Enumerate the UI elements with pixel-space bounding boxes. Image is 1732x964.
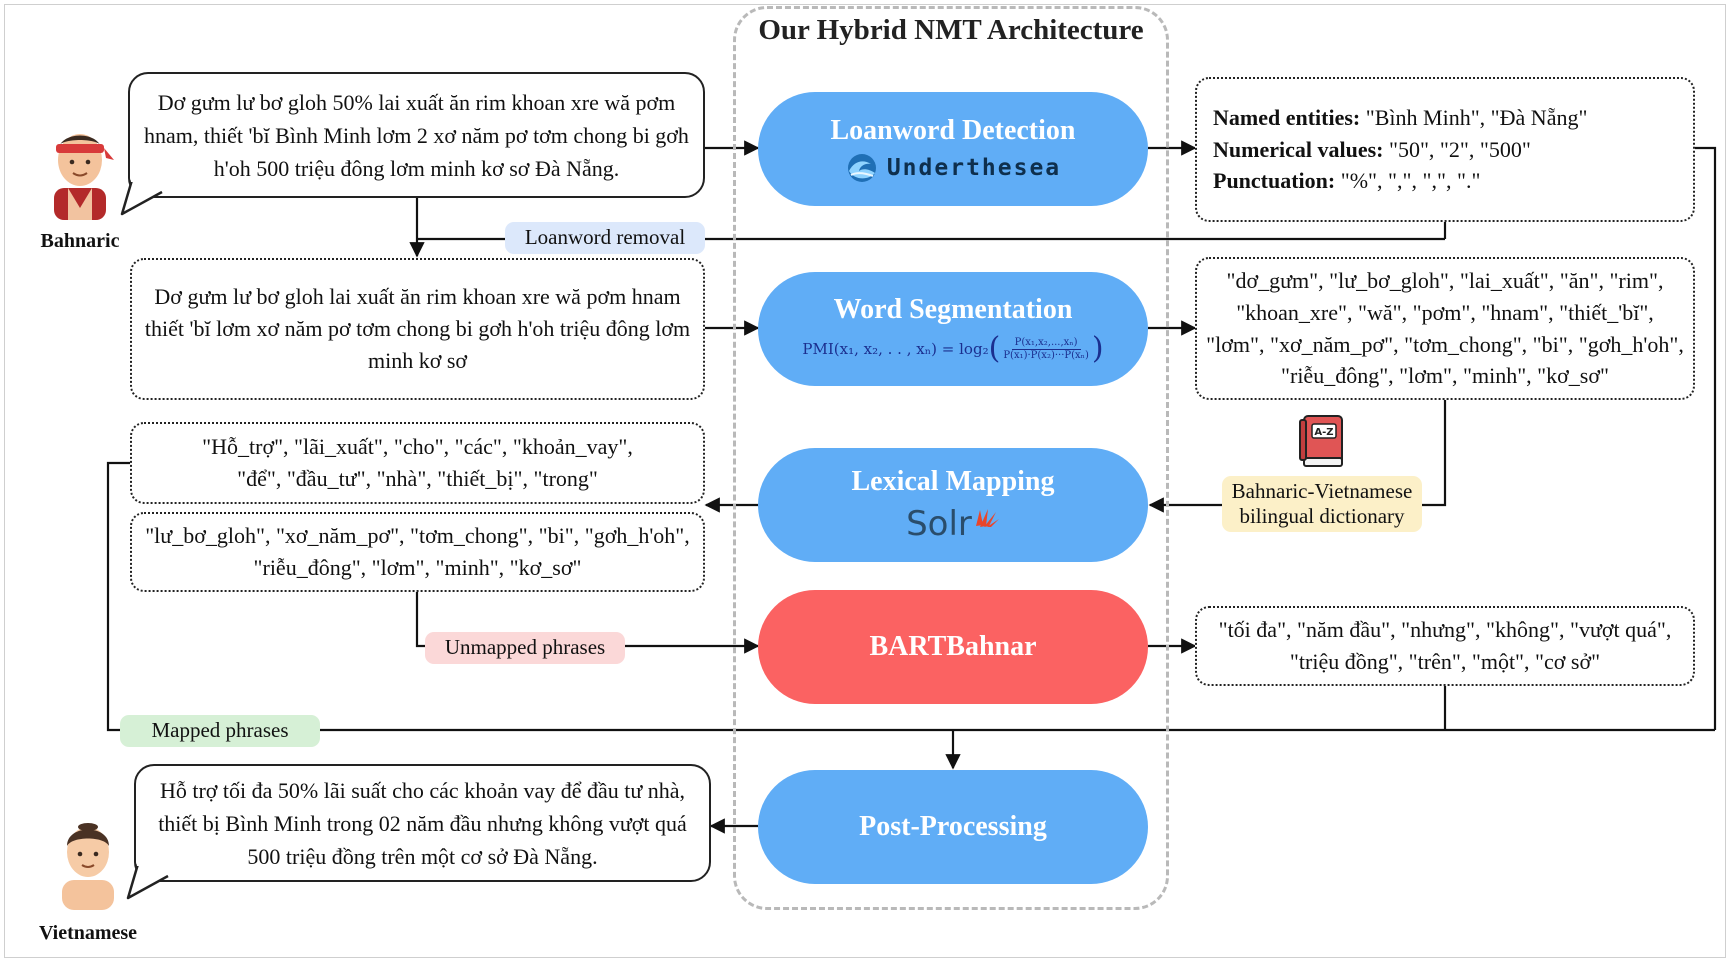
target-sentence-text: Hỗ trợ tối đa 50% lãi suất cho các khoản… bbox=[158, 777, 687, 869]
post-processing-module: Post-Processing bbox=[758, 770, 1148, 884]
source-sentence-text: Dơ gưm lư bơ gloh 50% lai xuất ăn rim kh… bbox=[144, 89, 689, 181]
punctuation-key: Punctuation: bbox=[1213, 168, 1336, 194]
formula-denominator: P(x₁)·P(x₂)···P(xₙ) bbox=[1003, 349, 1089, 361]
punctuation-line: Punctuation: "%", ",", ",", "." bbox=[1213, 165, 1587, 197]
bartbahnar-module: BARTBahnar bbox=[758, 590, 1148, 704]
line-entities-loop bbox=[1695, 146, 1717, 730]
formula-paren-open: ( bbox=[988, 331, 1001, 366]
wave-logo-icon bbox=[847, 154, 876, 182]
unmapped-input-box: "lư_bơ_gloh", "xơ_năm_pơ", "tơm_chong", … bbox=[130, 512, 705, 592]
numerical-values-value: "50", "2", "500" bbox=[1383, 136, 1531, 162]
arrow-unmapped-to-bart bbox=[415, 592, 760, 654]
loanword-detection-title: Loanword Detection bbox=[830, 115, 1076, 146]
vietnamese-label: Vietnamese bbox=[38, 922, 138, 944]
bartbahnar-title: BARTBahnar bbox=[869, 631, 1037, 662]
loanword-detection-module: Loanword Detection Underthesea bbox=[758, 92, 1148, 206]
word-segmentation-module: Word Segmentation PMI(x₁, x₂, . . , xₙ) … bbox=[758, 272, 1148, 386]
solr-text: Solr bbox=[906, 504, 972, 544]
lexical-mapping-title: Lexical Mapping bbox=[851, 466, 1055, 497]
unmapped-input-text: "lư_bơ_gloh", "xơ_năm_pơ", "tơm_chong", … bbox=[145, 523, 690, 580]
cleaned-sentence-text: Dơ gưm lư bơ gloh lai xuất ăn rim khoan … bbox=[144, 284, 691, 373]
loanword-removal-label: Loanword removal bbox=[505, 222, 705, 254]
cleaned-sentence-box: Dơ gưm lư bơ gloh lai xuất ăn rim khoan … bbox=[130, 258, 705, 400]
named-entities-key: Named entities: bbox=[1213, 104, 1361, 130]
mapped-output-line-1: "Hỗ_trợ", "lãi_xuất", "cho", "các", "kho… bbox=[202, 434, 633, 460]
bahnaric-label: Bahnaric bbox=[40, 230, 120, 252]
numerical-values-key: Numerical values: bbox=[1213, 136, 1384, 162]
mapped-phrases-label: Mapped phrases bbox=[120, 715, 320, 747]
line-mapped-phrases bbox=[106, 461, 1715, 732]
formula-lhs: PMI(x₁, x₂, . . , xₙ) = log₂ bbox=[802, 340, 989, 358]
mapped-output-lines: "Hỗ_trợ", "lãi_xuất", "cho", "các", "kho… bbox=[202, 431, 633, 495]
bart-output-text: "tối đa", "năm đầu", "nhưng", "không", "… bbox=[1218, 617, 1672, 674]
book-az-label: A-Z bbox=[1314, 427, 1333, 438]
bart-output-box: "tối đa", "năm đầu", "nhưng", "không", "… bbox=[1195, 606, 1695, 686]
entities-list: Named entities: "Bình Minh", "Đà Nẵng" N… bbox=[1213, 102, 1587, 198]
book-az-icon: A-Z bbox=[1299, 415, 1343, 467]
formula-paren-close: ) bbox=[1091, 331, 1104, 366]
dictionary-label: Bahnaric-Vietnamese bilingual dictionary bbox=[1222, 476, 1422, 532]
mapped-output-box: "Hỗ_trợ", "lãi_xuất", "cho", "các", "kho… bbox=[130, 422, 705, 504]
vietnamese-persona-avatar bbox=[62, 823, 114, 910]
figure-frame bbox=[4, 4, 1726, 958]
lexical-mapping-module: Lexical Mapping Solr bbox=[758, 448, 1148, 562]
formula-fraction: P(x₁,x₂,...,xₙ) P(x₁)·P(x₂)···P(xₙ) bbox=[1003, 337, 1089, 361]
entities-box: Named entities: "Bình Minh", "Đà Nẵng" N… bbox=[1195, 77, 1695, 222]
underthesea-logo: Underthesea bbox=[845, 153, 1061, 183]
mapped-output-line-2: "để", "đầu_tư", "nhà", "thiết_bị", "tron… bbox=[237, 466, 598, 491]
word-segmentation-title: Word Segmentation bbox=[833, 294, 1073, 325]
segmented-tokens-box: "dơ_gưm", "lư_bơ_gloh", "lai_xuất", "ăn"… bbox=[1195, 257, 1695, 400]
pmi-formula: PMI(x₁, x₂, . . , xₙ) = log₂ ( P(x₁,x₂,.… bbox=[802, 334, 1103, 364]
target-bubble-tail bbox=[126, 862, 171, 900]
architecture-column bbox=[733, 6, 1169, 910]
numerical-values-line: Numerical values: "50", "2", "500" bbox=[1213, 134, 1587, 166]
target-sentence-bubble: Hỗ trợ tối đa 50% lãi suất cho các khoản… bbox=[134, 764, 711, 882]
solr-sunburst-icon bbox=[975, 509, 999, 527]
solr-logo: Solr bbox=[906, 504, 1000, 544]
unmapped-phrases-label: Unmapped phrases bbox=[425, 632, 625, 664]
segmented-tokens-text: "dơ_gưm", "lư_bơ_gloh", "lai_xuất", "ăn"… bbox=[1206, 267, 1684, 389]
formula-numerator: P(x₁,x₂,...,xₙ) bbox=[1011, 337, 1081, 350]
source-sentence-bubble: Dơ gưm lư bơ gloh 50% lai xuất ăn rim kh… bbox=[128, 72, 705, 198]
source-bubble-tail bbox=[120, 178, 165, 216]
diagram-title: Our Hybrid NMT Architecture bbox=[758, 14, 1144, 46]
named-entities-line: Named entities: "Bình Minh", "Đà Nẵng" bbox=[1213, 102, 1587, 134]
named-entities-value: "Bình Minh", "Đà Nẵng" bbox=[1360, 104, 1588, 130]
underthesea-text: Underthesea bbox=[886, 155, 1062, 181]
bahnaric-persona-avatar bbox=[54, 134, 114, 220]
punctuation-value: "%", ",", ",", "." bbox=[1335, 168, 1481, 194]
post-processing-title: Post-Processing bbox=[859, 811, 1047, 842]
